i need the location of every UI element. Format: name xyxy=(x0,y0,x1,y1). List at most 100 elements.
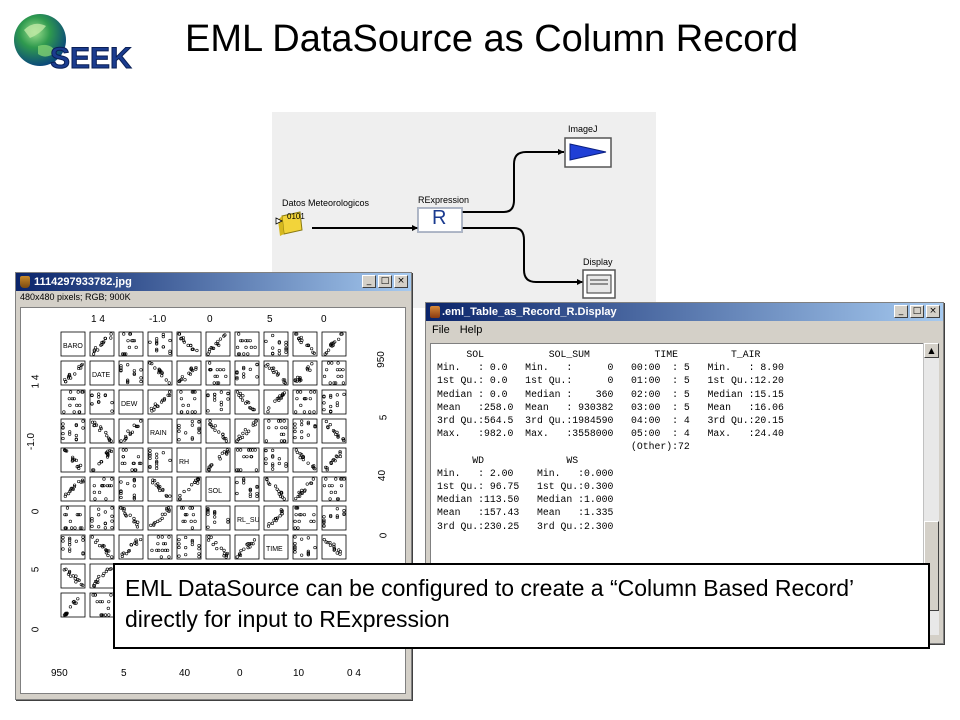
scatter-point xyxy=(132,493,136,497)
image-info: 480x480 pixels; RGB; 900K xyxy=(20,292,131,302)
scatter-point xyxy=(160,548,165,552)
scatter-point xyxy=(132,516,136,521)
scatter-point xyxy=(338,450,342,454)
scatter-point xyxy=(298,338,302,342)
scatter-point xyxy=(306,551,310,555)
scatter-point xyxy=(342,392,346,396)
matrix-panel xyxy=(89,592,115,618)
scatter-point xyxy=(179,397,183,401)
scroll-up-icon[interactable]: ▲ xyxy=(924,343,939,358)
scatter-point xyxy=(254,468,258,472)
menu-file[interactable]: File xyxy=(432,324,450,336)
scatter-point xyxy=(214,540,218,545)
scatter-point xyxy=(163,542,168,546)
scatter-point xyxy=(68,403,72,407)
scatter-point xyxy=(165,548,170,552)
scatter-point xyxy=(62,568,66,572)
image-window-titlebar[interactable]: 1114297933782.jpg xyxy=(16,273,411,291)
matrix-panel xyxy=(205,505,231,531)
maximize-button[interactable]: □ xyxy=(910,305,924,318)
scatter-point xyxy=(248,545,252,549)
scatter-point xyxy=(236,468,241,472)
scatter-point xyxy=(104,451,108,455)
scatter-point xyxy=(235,491,239,496)
scatter-point xyxy=(68,390,73,394)
scatter-point xyxy=(324,351,329,355)
scatter-point xyxy=(177,426,181,430)
scatter-point xyxy=(271,467,275,471)
scatter-point xyxy=(247,448,251,452)
close-button[interactable]: × xyxy=(394,275,408,288)
scatter-point xyxy=(64,449,68,453)
scatter-point xyxy=(338,552,342,556)
scatter-point xyxy=(249,455,254,459)
scatter-point xyxy=(74,423,78,427)
scatter-point xyxy=(91,593,95,597)
scatter-point xyxy=(271,454,275,458)
imagej-actor[interactable] xyxy=(564,137,612,168)
scatter-point xyxy=(342,477,346,481)
scatter-point xyxy=(134,538,138,542)
scatter-point xyxy=(209,346,213,350)
scatter-point xyxy=(74,574,78,578)
scatter-point xyxy=(264,439,268,443)
scatter-point xyxy=(300,338,304,342)
scatter-point xyxy=(133,541,137,545)
datasource-actor[interactable] xyxy=(275,211,303,236)
scatter-point xyxy=(266,481,271,485)
scatter-point xyxy=(277,352,281,356)
scatter-point xyxy=(79,363,84,367)
scatter-point xyxy=(275,516,280,520)
scatter-point xyxy=(156,519,160,523)
scatter-point xyxy=(209,424,214,428)
minimize-button[interactable]: _ xyxy=(894,305,908,318)
scatter-point xyxy=(246,546,250,550)
scatter-point xyxy=(298,513,302,517)
scatter-point xyxy=(63,494,67,498)
maximize-button[interactable]: □ xyxy=(378,275,392,288)
scatter-point xyxy=(97,462,101,466)
scatter-point xyxy=(103,393,107,397)
top-tick: 1 4 xyxy=(91,314,105,325)
scatter-point xyxy=(280,495,285,499)
scatter-point xyxy=(96,348,100,352)
close-button[interactable]: × xyxy=(926,305,940,318)
slide-title: EML DataSource as Column Record xyxy=(185,18,799,60)
matrix-panel xyxy=(60,534,86,560)
scatter-point xyxy=(189,519,193,523)
left-tick: 0 xyxy=(30,508,42,515)
scatter-point xyxy=(264,339,268,343)
scatter-point xyxy=(184,535,188,540)
rexpression-actor[interactable] xyxy=(417,207,463,233)
left-tick: 5 xyxy=(30,566,42,573)
scatter-point xyxy=(156,542,160,546)
scatter-point xyxy=(135,542,139,546)
scatter-point xyxy=(295,390,300,394)
scatter-point xyxy=(168,351,172,355)
scatter-point xyxy=(339,332,343,336)
scatter-point xyxy=(197,431,201,435)
minimize-button[interactable]: _ xyxy=(362,275,376,288)
scatter-point xyxy=(301,454,305,459)
scatter-point xyxy=(195,348,199,353)
scatter-point xyxy=(306,552,310,556)
scatter-point xyxy=(222,334,226,338)
scatter-point xyxy=(98,428,102,432)
display-window-titlebar[interactable]: .eml_Table_as_Record_R.Display xyxy=(426,303,943,321)
scatter-point xyxy=(206,510,210,514)
display-actor[interactable] xyxy=(582,269,616,299)
scatter-point xyxy=(311,477,315,481)
scatter-point xyxy=(74,539,78,543)
scatter-point xyxy=(132,497,136,501)
scatter-point xyxy=(68,489,72,494)
scatter-point xyxy=(294,332,298,336)
scatter-point xyxy=(206,507,210,511)
scatter-point xyxy=(74,438,78,442)
menu-help[interactable]: Help xyxy=(459,324,483,336)
scatter-point xyxy=(248,406,253,410)
scatter-point xyxy=(178,497,182,501)
scatter-point xyxy=(217,455,221,459)
scatter-point xyxy=(155,456,159,460)
matrix-panel xyxy=(176,505,202,531)
scatter-point xyxy=(190,483,194,487)
